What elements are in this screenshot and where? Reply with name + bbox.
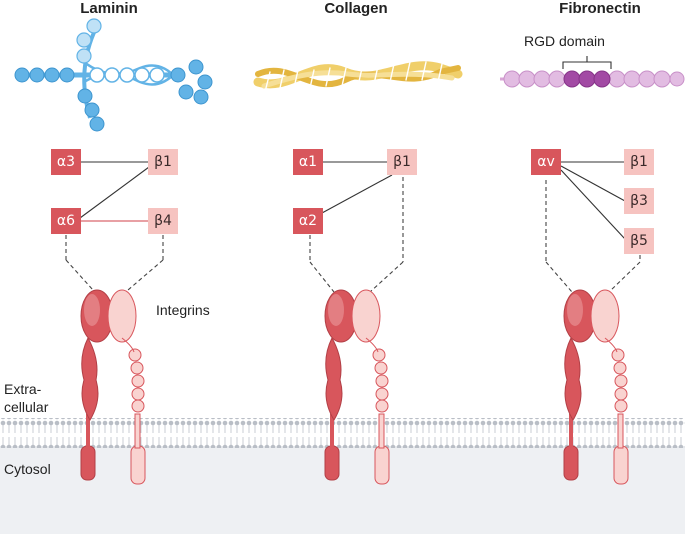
laminin-integrin-dimer — [80, 289, 146, 485]
rgd-domain-beads — [563, 70, 611, 88]
rgd-domain-label: RGD domain — [524, 33, 605, 49]
extracellular-label-line2: cellular — [4, 399, 49, 415]
cytosol-region — [0, 446, 685, 534]
laminin-alpha3-box: α3 — [51, 149, 81, 175]
fibronectin-pairing-lines — [545, 161, 641, 293]
fibronectin-integrin-dimer — [563, 289, 629, 485]
collagen-triple-helix-icon — [253, 61, 463, 89]
fibronectin-beta5-box: β5 — [624, 228, 654, 254]
collagen-title: Collagen — [324, 0, 388, 17]
collagen-integrin-dimer — [324, 289, 390, 485]
rgd-bracket — [562, 56, 612, 69]
fibronectin-alphav-box: αv — [531, 149, 561, 175]
laminin-alpha6-box: α6 — [51, 208, 81, 234]
laminin-beta1-box: β1 — [148, 149, 178, 175]
collagen-alpha1-box: α1 — [293, 149, 323, 175]
extracellular-label: Extra- cellular — [4, 380, 48, 416]
laminin-title: Laminin — [80, 0, 138, 17]
laminin-pairing-lines — [65, 161, 164, 291]
cell-membrane — [0, 418, 685, 448]
fibronectin-beta1-box: β1 — [624, 149, 654, 175]
fibronectin-beads-icon — [500, 56, 685, 88]
laminin-beta4-box: β4 — [148, 208, 178, 234]
fibronectin-title: Fibronectin — [559, 0, 641, 17]
cytosol-label: Cytosol — [4, 461, 51, 477]
extracellular-label-line1: Extra- — [4, 381, 42, 397]
collagen-beta1-box: β1 — [387, 149, 417, 175]
collagen-pairing-lines — [309, 161, 404, 293]
fibronectin-beta3-box: β3 — [624, 188, 654, 214]
laminin-molecule-icon — [14, 18, 213, 132]
integrins-label: Integrins — [156, 302, 210, 318]
collagen-alpha2-box: α2 — [293, 208, 323, 234]
